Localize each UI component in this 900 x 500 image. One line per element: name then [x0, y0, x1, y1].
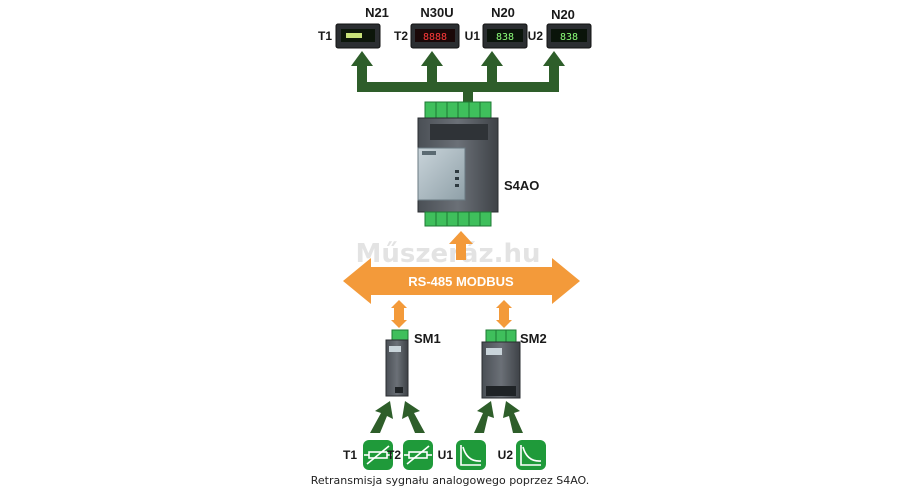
sensor-label: T2	[387, 448, 401, 462]
rs485-bus-arrow	[343, 258, 580, 304]
svg-text:838: 838	[560, 32, 578, 43]
sensor-label: T1	[343, 448, 357, 462]
thermistor-icon	[363, 440, 393, 470]
panel-meter-n30u: 8888	[410, 23, 460, 49]
meter-model-label: N20	[491, 5, 515, 20]
meter-input-label: T2	[394, 29, 408, 43]
sensor-label: U1	[438, 448, 454, 462]
meter-input-label: T1	[318, 29, 332, 43]
module-name: SM2	[520, 331, 547, 346]
bus-module-arrows	[391, 300, 512, 328]
panel-meter-n20-u2: 838	[546, 23, 592, 49]
output-distribution-arrows	[351, 51, 565, 103]
watermark: Műszeráz.hu	[355, 239, 540, 269]
svg-text:838: 838	[496, 32, 514, 43]
bus-label: RS-485 MODBUS	[408, 274, 514, 289]
thermistor-icon	[403, 440, 433, 470]
sm1-module	[385, 329, 409, 397]
s4ao-device	[417, 101, 499, 227]
panel-meter-n20-u1: 838	[482, 23, 528, 49]
sensor-input-arrows	[370, 401, 523, 433]
figure-caption: Retransmisja sygnału analogowego poprzez…	[310, 474, 590, 487]
meter-input-label: U1	[465, 29, 481, 43]
meter-model-label: N20	[551, 7, 575, 22]
meter-model-label: N30U	[420, 5, 453, 20]
voltage-curve-icon	[516, 440, 546, 470]
svg-text:8888: 8888	[423, 32, 447, 43]
s4ao-bus-connection-arrow	[449, 231, 473, 260]
module-name: SM1	[414, 331, 441, 346]
panel-meter-n21	[335, 23, 381, 49]
meter-input-label: U2	[528, 29, 544, 43]
meter-model-label: N21	[365, 5, 389, 20]
converter-name: S4AO	[504, 178, 539, 193]
sm2-module	[481, 329, 521, 399]
voltage-curve-icon	[456, 440, 486, 470]
sensor-label: U2	[498, 448, 514, 462]
